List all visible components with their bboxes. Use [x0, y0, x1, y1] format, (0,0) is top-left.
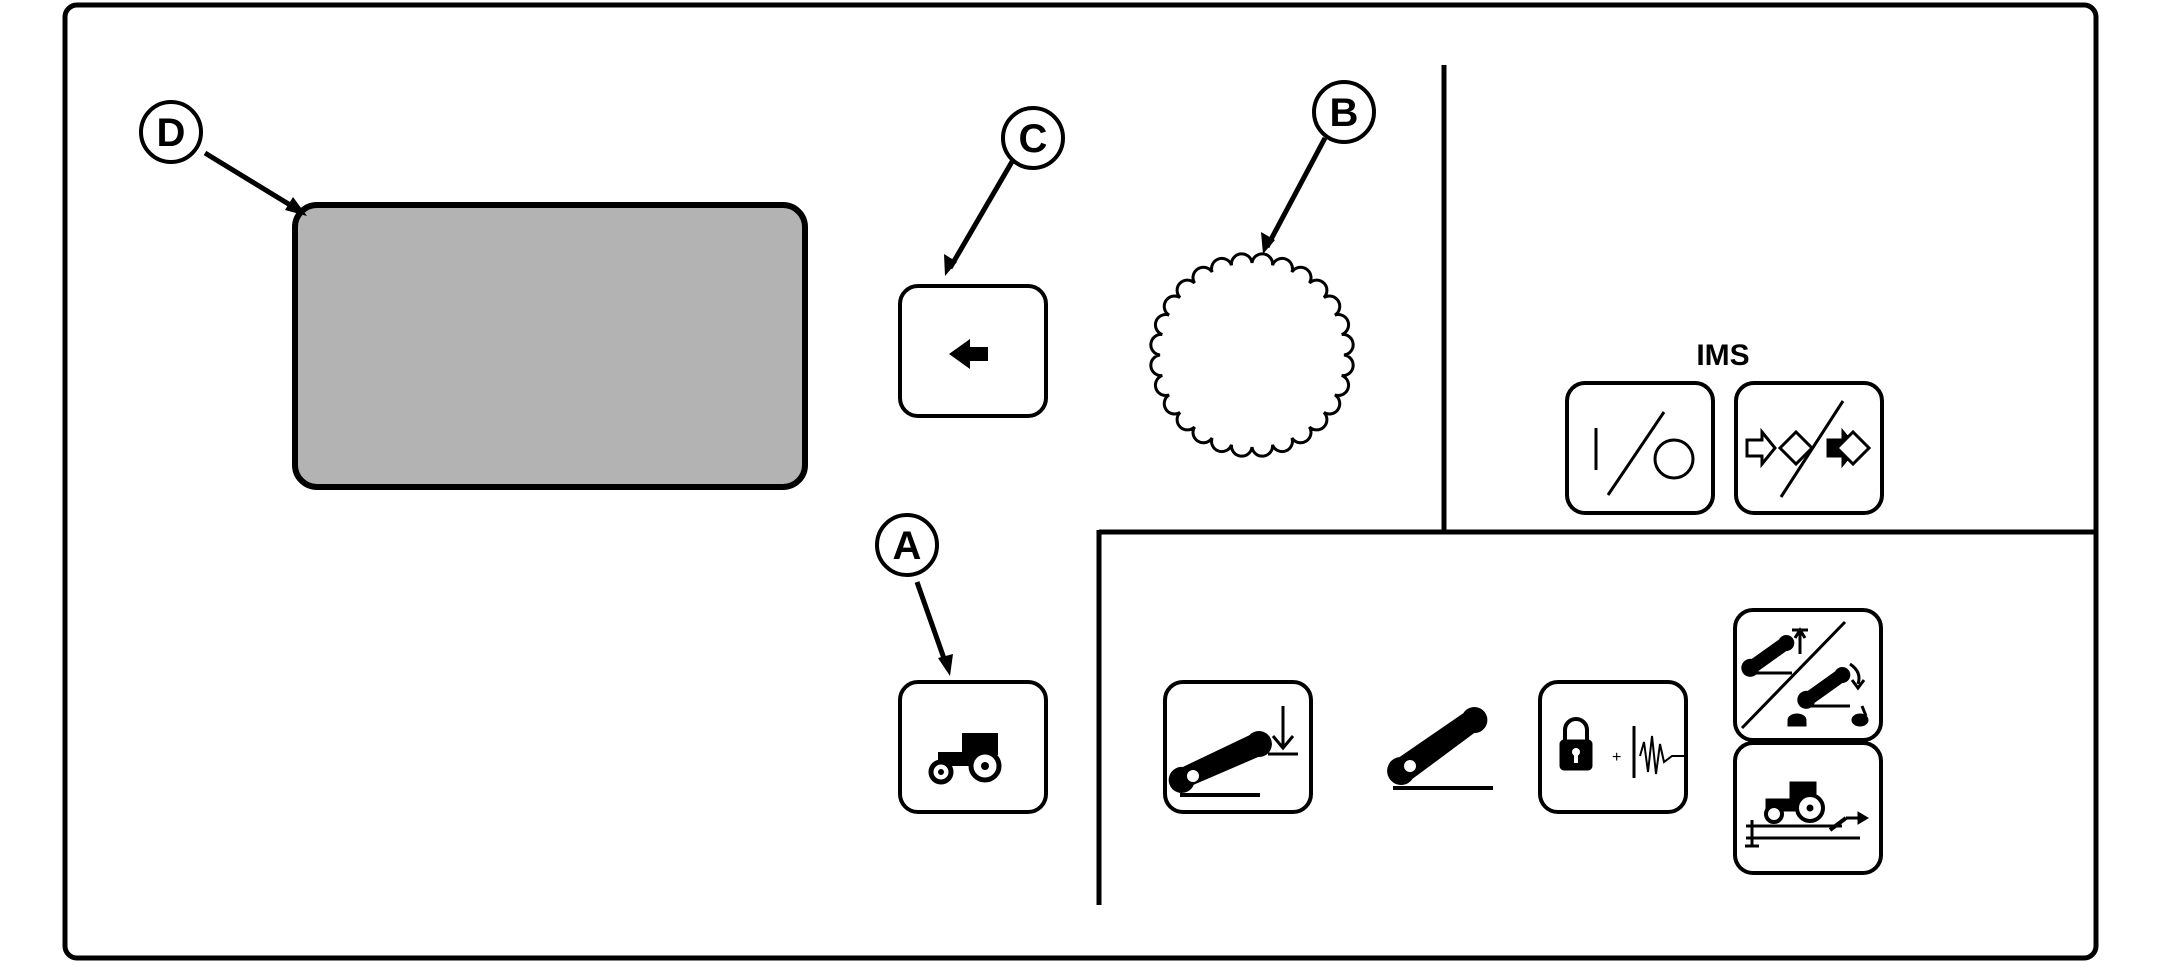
ground-speed-icon: [1745, 781, 1869, 848]
on-off-icon: [1594, 411, 1695, 496]
svg-text:D: D: [157, 111, 186, 155]
panel-frame: [62, 2, 2099, 961]
svg-text:B: B: [1330, 91, 1359, 135]
hitch-lower-button[interactable]: [1163, 680, 1313, 814]
tractor-icon: [928, 733, 1002, 785]
callout-b: B: [1312, 80, 1376, 144]
leader-d: [203, 150, 302, 214]
lock-damping-button[interactable]: +: [1538, 680, 1688, 814]
back-button[interactable]: [898, 284, 1048, 418]
hitch-lower-icon: [1168, 706, 1298, 797]
callout-c: C: [1001, 106, 1065, 170]
leader-a: [914, 581, 950, 668]
panel-dividers: [1096, 65, 2096, 905]
ims-on-off-button[interactable]: [1565, 381, 1715, 515]
leader-c: [947, 158, 1016, 270]
callout-d: D: [139, 100, 203, 164]
hitch-height-rate-button[interactable]: [1733, 608, 1883, 742]
dial-scallops: [1149, 252, 1355, 458]
ground-speed-button[interactable]: [1733, 741, 1883, 875]
display-screen: [292, 202, 808, 490]
ims-label: IMS: [1696, 339, 1749, 372]
callout-leaders: [203, 136, 1328, 676]
hitch-position-icon: [1387, 707, 1493, 790]
tractor-button[interactable]: [898, 680, 1048, 814]
lock-damping-icon: +: [1559, 717, 1686, 778]
ims-record-play-button[interactable]: [1734, 381, 1884, 515]
dial-edge: [1149, 252, 1355, 458]
callout-a: A: [875, 513, 939, 577]
svg-text:+: +: [1612, 749, 1621, 766]
record-play-icon: [1745, 400, 1872, 498]
hitch-height-rate-icon: [1740, 620, 1869, 730]
leader-b: [1264, 136, 1328, 249]
svg-text:C: C: [1019, 117, 1048, 161]
svg-text:A: A: [893, 524, 922, 568]
back-arrow-icon: [949, 339, 988, 369]
